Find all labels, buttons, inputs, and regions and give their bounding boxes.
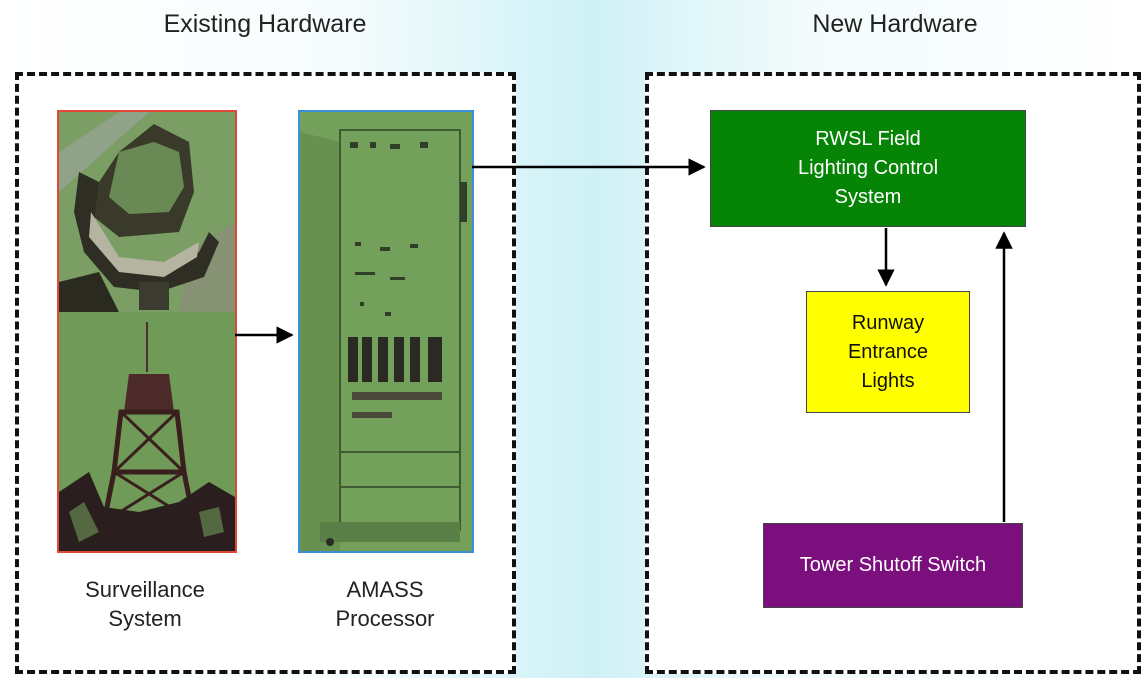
amass-processor-caption: AMASS Processor	[335, 577, 435, 631]
new-hardware-heading: New Hardware	[812, 10, 978, 38]
existing-hardware-heading: Existing Hardware	[163, 10, 367, 38]
amass-processor-photo	[298, 110, 474, 553]
control-tower-image	[59, 112, 235, 551]
tower-shutoff-switch-box: Tower Shutoff Switch	[763, 523, 1023, 608]
shutoff-box-label: Tower Shutoff Switch	[799, 554, 987, 576]
processor-cabinet-image	[300, 112, 472, 551]
runway-box-label: Runway Entrance Lights	[847, 311, 929, 392]
runway-entrance-lights-box: Runway Entrance Lights	[806, 291, 970, 413]
surveillance-system-caption: Surveillance System	[85, 577, 205, 631]
rwsl-box-label: RWSL Field Lighting Control System	[797, 128, 939, 208]
rwsl-field-lighting-control-box: RWSL Field Lighting Control System	[710, 110, 1026, 227]
surveillance-system-photo	[57, 110, 237, 553]
